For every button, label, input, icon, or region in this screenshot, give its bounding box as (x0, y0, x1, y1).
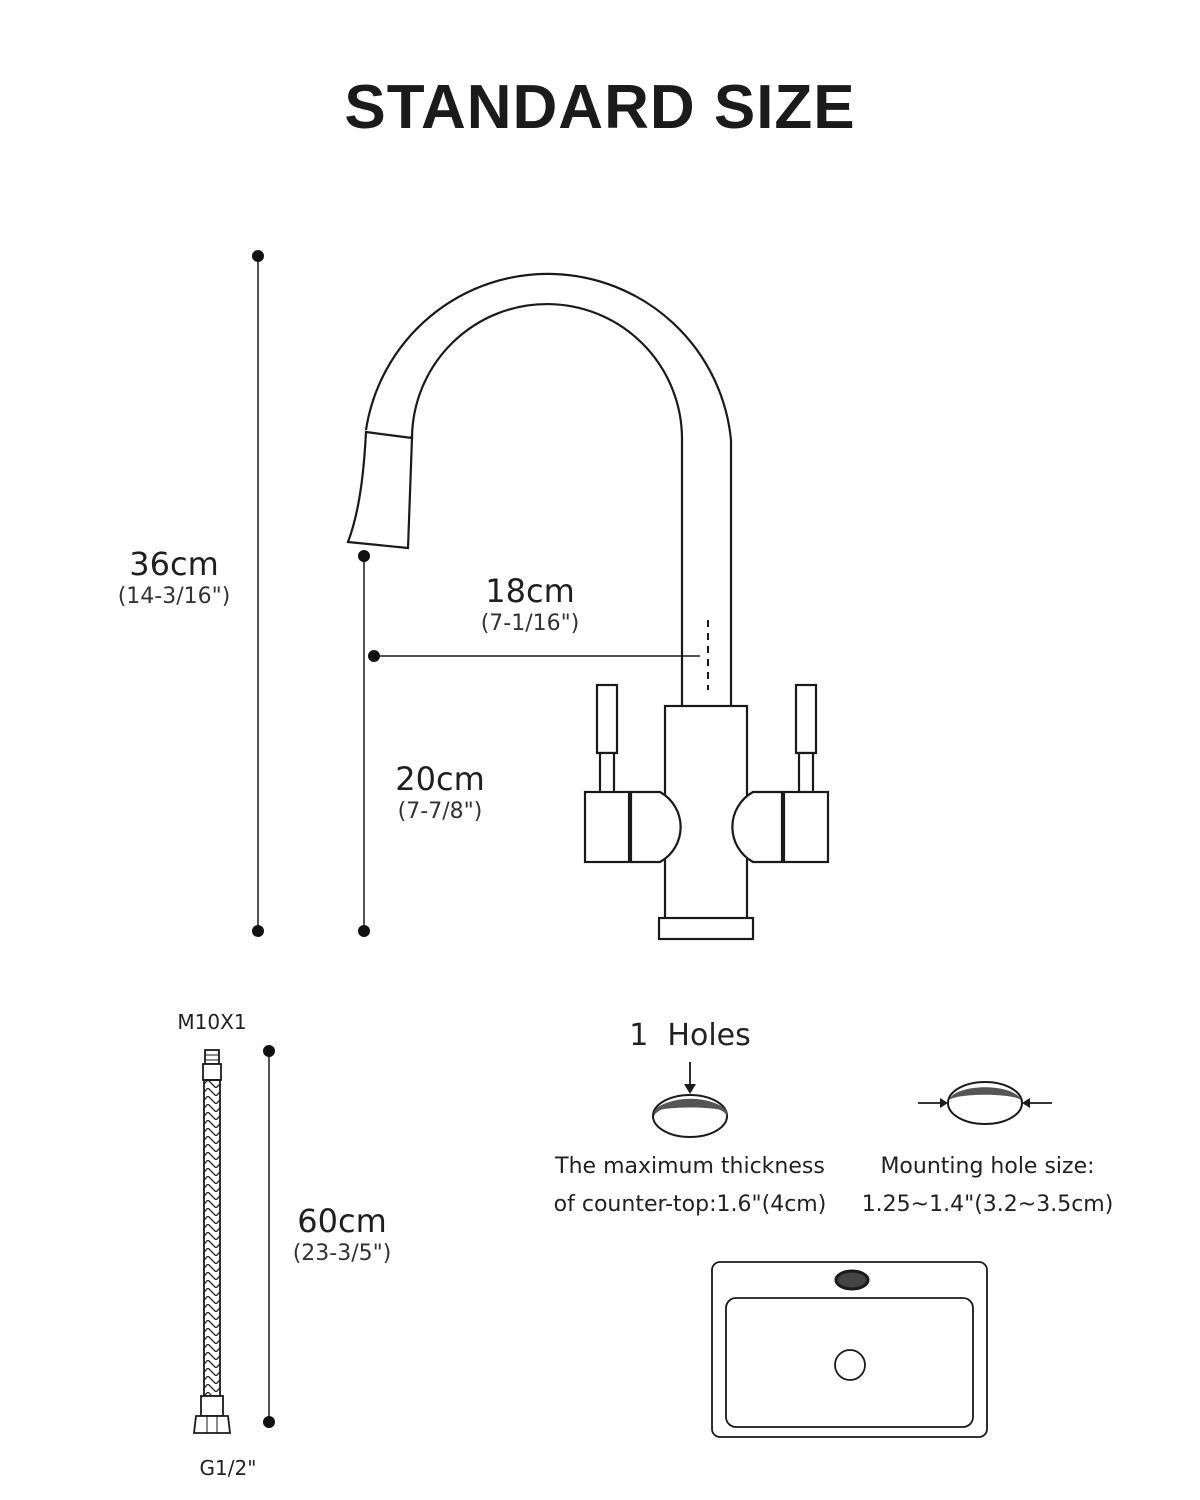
spout-height-label: 20cm (7-7/8") (370, 763, 510, 823)
hose-length-label: 60cm (23-3/5") (272, 1205, 412, 1265)
spout-height-dimension-line (358, 550, 370, 937)
counter-thickness-line2: of counter-top:1.6"(4cm) (553, 1192, 827, 1217)
page-title: STANDARD SIZE (344, 73, 856, 142)
hole-size-caption: Mounting hole size: 1.25~1.4"(3.2~3.5cm) (850, 1148, 1125, 1224)
hose-length-value: 60cm (297, 1202, 387, 1240)
total-height-value: 36cm (129, 545, 219, 583)
reach-value: 18cm (485, 572, 575, 610)
hose-dimension-line (263, 1045, 275, 1428)
total-height-imperial: (14-3/16") (117, 584, 231, 609)
hole-size-line2: 1.25~1.4"(3.2~3.5cm) (861, 1192, 1114, 1217)
braided-hose (192, 1049, 232, 1434)
counter-thickness-caption: The maximum thickness of counter-top:1.6… (540, 1148, 840, 1224)
hose-bottom-thread: G1/2" (199, 1456, 257, 1480)
hole-count-label: 1 Holes (629, 1018, 751, 1053)
counter-thickness-icon (652, 1062, 728, 1138)
hole-size-line1: Mounting hole size: (880, 1154, 1095, 1179)
reach-imperial: (7-1/16") (480, 611, 580, 636)
spout-height-imperial: (7-7/8") (397, 799, 483, 824)
counter-thickness-line1: The maximum thickness (555, 1154, 825, 1179)
hose-length-imperial: (23-3/5") (292, 1241, 392, 1266)
sink-top-view (711, 1261, 988, 1438)
spout-height-value: 20cm (395, 760, 485, 798)
total-height-label: 36cm (14-3/16") (104, 548, 244, 608)
faucet-drawing (346, 272, 830, 941)
hose-top-thread: M10X1 (177, 1010, 247, 1034)
reach-label: 18cm (7-1/16") (460, 575, 600, 635)
height-dimension-line (252, 250, 264, 937)
hole-size-icon (918, 1081, 1052, 1125)
reach-dimension-line (368, 650, 700, 662)
